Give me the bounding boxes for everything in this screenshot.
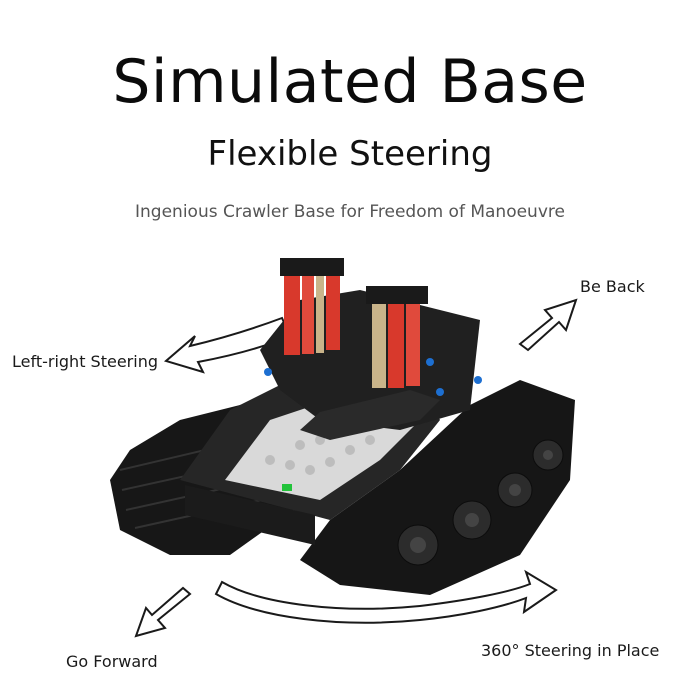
page-title: Simulated Base — [112, 47, 588, 117]
steering-360-label: 360° Steering in Place — [481, 641, 660, 660]
piston-left — [280, 258, 344, 355]
be-back-label: Be Back — [580, 277, 645, 296]
page-subtitle: Flexible Steering — [207, 134, 493, 174]
page-tagline: Ingenious Crawler Base for Freedom of Ma… — [135, 202, 565, 222]
crawler-robot — [110, 258, 575, 595]
back-arrow-icon — [518, 298, 578, 352]
steer-360-arrow-icon — [214, 569, 558, 624]
forward-arrow-icon — [134, 586, 192, 638]
go-forward-label: Go Forward — [66, 652, 158, 671]
left-right-steering-label: Left-right Steering — [12, 352, 158, 371]
piston-right — [366, 286, 428, 388]
